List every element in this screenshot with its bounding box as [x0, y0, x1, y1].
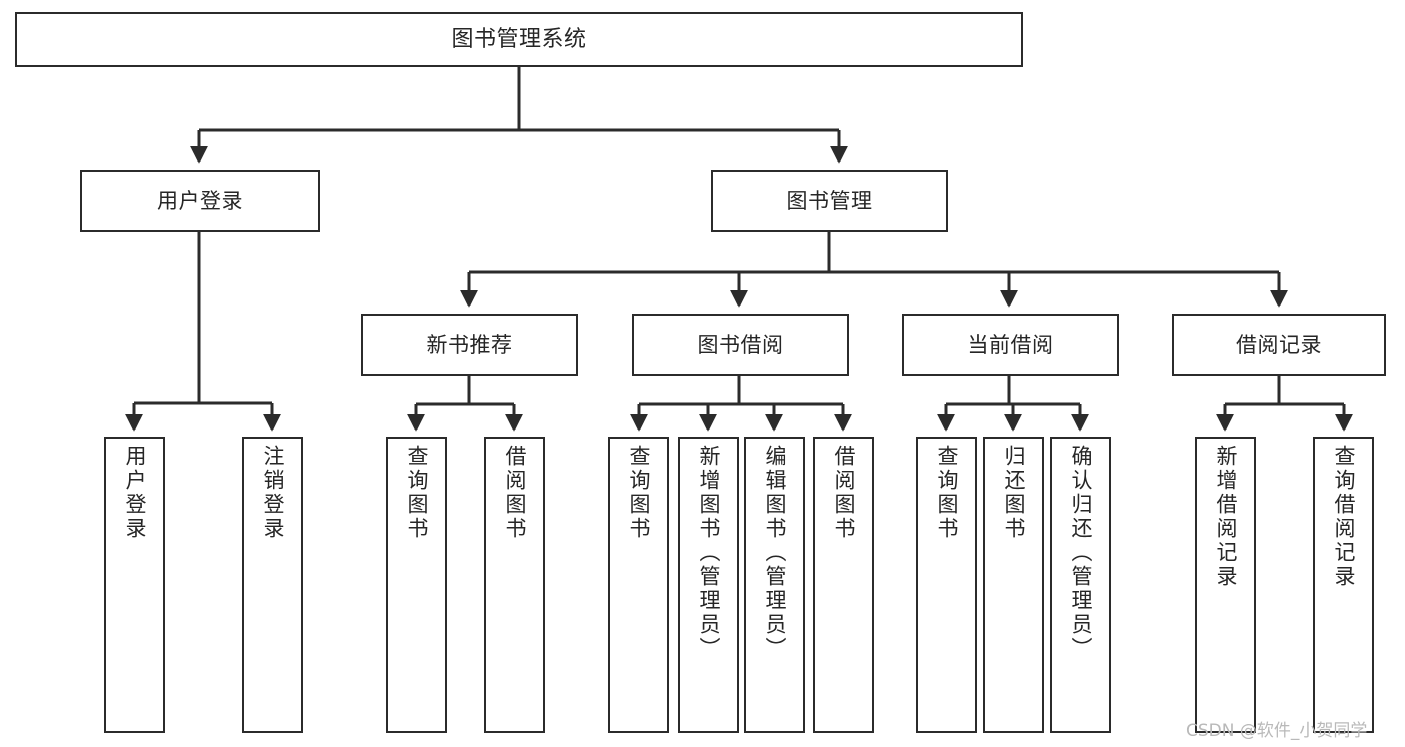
node-book-borrow[interactable]: 图书借阅: [632, 314, 849, 376]
node-label: 图书管理: [786, 188, 873, 213]
node-label: 查询借阅记录: [1332, 445, 1356, 589]
node-label: 借阅图书: [503, 445, 527, 541]
node-label: 确认归还（管理员）: [1069, 445, 1093, 661]
leaf-user-login[interactable]: 用户登录: [104, 437, 165, 733]
node-label: 归还图书: [1002, 445, 1026, 541]
node-book-management[interactable]: 图书管理: [711, 170, 948, 232]
leaf-add-borrow-record[interactable]: 新增借阅记录: [1195, 437, 1256, 733]
node-label: 新增借阅记录: [1214, 445, 1238, 589]
node-root-book-management-system[interactable]: 图书管理系统: [15, 12, 1023, 67]
node-label: 借阅图书: [832, 445, 856, 541]
leaf-query-book-current[interactable]: 查询图书: [916, 437, 977, 733]
node-label: 新增图书（管理员）: [697, 445, 721, 661]
node-label: 注销登录: [261, 445, 285, 541]
node-new-book-recommend[interactable]: 新书推荐: [361, 314, 578, 376]
leaf-query-book-recommend[interactable]: 查询图书: [386, 437, 447, 733]
leaf-borrow-book-recommend[interactable]: 借阅图书: [484, 437, 545, 733]
node-current-borrow[interactable]: 当前借阅: [902, 314, 1119, 376]
node-label: 用户登录: [157, 188, 243, 213]
leaf-confirm-return-admin[interactable]: 确认归还（管理员）: [1050, 437, 1111, 733]
leaf-logout[interactable]: 注销登录: [242, 437, 303, 733]
node-label: 借阅记录: [1236, 332, 1322, 357]
node-label: 查询图书: [405, 445, 429, 541]
node-label: 查询图书: [935, 445, 959, 541]
leaf-return-book[interactable]: 归还图书: [983, 437, 1044, 733]
node-label: 当前借阅: [967, 332, 1054, 357]
node-label: 编辑图书（管理员）: [763, 445, 787, 661]
leaf-query-borrow-record[interactable]: 查询借阅记录: [1313, 437, 1374, 733]
node-label: 用户登录: [123, 445, 147, 541]
node-label: 查询图书: [627, 445, 651, 541]
leaf-edit-book-admin[interactable]: 编辑图书（管理员）: [744, 437, 805, 733]
node-label: 新书推荐: [426, 332, 513, 357]
node-borrow-record[interactable]: 借阅记录: [1172, 314, 1386, 376]
node-label: 图书借阅: [697, 332, 784, 357]
leaf-query-book-borrow[interactable]: 查询图书: [608, 437, 669, 733]
leaf-borrow-book[interactable]: 借阅图书: [813, 437, 874, 733]
node-label: 图书管理系统: [451, 26, 587, 52]
node-user-login[interactable]: 用户登录: [80, 170, 320, 232]
leaf-add-book-admin[interactable]: 新增图书（管理员）: [678, 437, 739, 733]
